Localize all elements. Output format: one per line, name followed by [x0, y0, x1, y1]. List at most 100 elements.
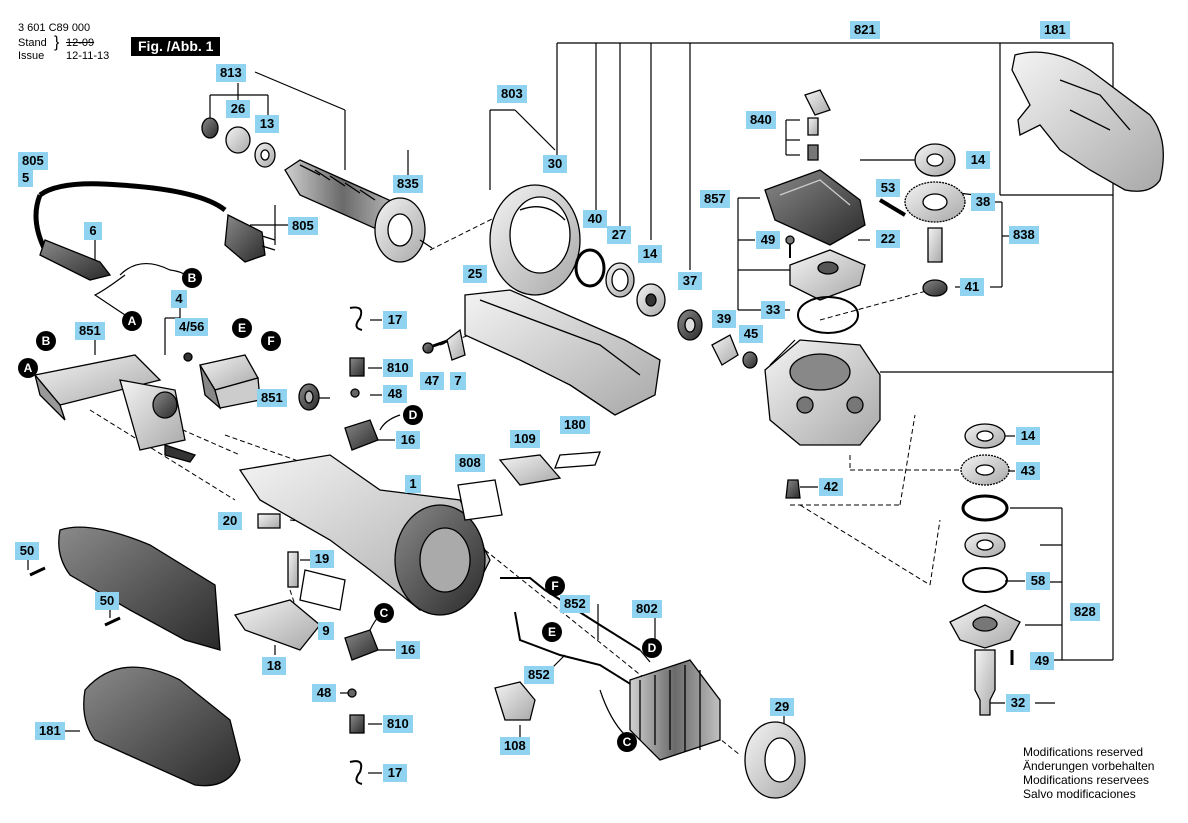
part-tag-17-top[interactable]: 17: [383, 311, 407, 329]
part-tag-810-lower[interactable]: 810: [383, 715, 413, 733]
part-tag-50-left[interactable]: 50: [15, 542, 39, 560]
air-guide-30: [489, 184, 581, 296]
part-tag-25[interactable]: 25: [463, 265, 487, 283]
part-tag-58[interactable]: 58: [1026, 572, 1050, 590]
part-tag-42[interactable]: 42: [819, 478, 843, 496]
part-tag-26[interactable]: 26: [226, 100, 250, 118]
connector-e-lower: E: [542, 622, 562, 642]
connector-f-lower: F: [545, 576, 565, 596]
mod-line-en: Modifications reserved: [1023, 745, 1144, 759]
part-tag-7[interactable]: 7: [450, 372, 466, 390]
gear-cover-857: [764, 89, 866, 246]
figure-label: Fig. /Abb. 1: [131, 37, 221, 56]
spindle-gear-parts: [904, 143, 966, 297]
doc-number: 3 601 C89 000: [18, 22, 91, 34]
part-tag-20[interactable]: 20: [218, 512, 242, 530]
dust-protection-29: [744, 721, 806, 799]
screw-53: [878, 198, 907, 217]
part-tag-181-top[interactable]: 181: [1040, 21, 1070, 39]
protective-cover-181-top: [1011, 51, 1164, 192]
part-tag-6[interactable]: 6: [84, 222, 102, 240]
connector-a-top: A: [122, 311, 142, 331]
part-tag-821[interactable]: 821: [850, 21, 880, 39]
part-tag-39[interactable]: 39: [712, 310, 736, 328]
connector-c-lower: C: [617, 732, 637, 752]
part-tag-33[interactable]: 33: [761, 301, 785, 319]
part-tag-852-lower[interactable]: 852: [524, 666, 554, 684]
modifications-note: Modifications reserved Änderungen vorbeh…: [1023, 745, 1154, 801]
part-tag-851-right[interactable]: 851: [257, 389, 287, 407]
part-tag-27[interactable]: 27: [607, 226, 631, 244]
switch-module-851: [33, 354, 197, 463]
part-tag-14-top[interactable]: 14: [966, 151, 990, 169]
part-tag-813[interactable]: 813: [216, 64, 246, 82]
part-tag-17-lower[interactable]: 17: [383, 764, 407, 782]
connector-f-top: F: [261, 331, 281, 351]
part-tag-14-motor[interactable]: 14: [638, 245, 662, 263]
part-tag-808[interactable]: 808: [455, 454, 485, 472]
label-parts: [457, 451, 601, 521]
part-tag-810-top[interactable]: 810: [383, 359, 413, 377]
spindle-assembly-parts: [785, 423, 1021, 716]
stand-label: Stand: [18, 37, 47, 49]
part-tag-41[interactable]: 41: [960, 278, 984, 296]
part-tag-32[interactable]: 32: [1006, 694, 1030, 712]
part-tag-22[interactable]: 22: [876, 230, 900, 248]
switch-small-parts: [233, 513, 346, 651]
brush-parts-lower: [344, 629, 379, 785]
connector-d-top: D: [403, 405, 423, 425]
connector-e-top: E: [232, 318, 252, 338]
connector-c-top: C: [374, 603, 394, 623]
part-tag-37[interactable]: 37: [678, 272, 702, 290]
part-tag-4[interactable]: 4: [171, 290, 187, 308]
part-tag-851-left[interactable]: 851: [75, 322, 105, 340]
motor-housing-1: [238, 454, 491, 616]
part-tag-48-lower[interactable]: 48: [312, 684, 336, 702]
part-tag-852-upper[interactable]: 852: [560, 595, 590, 613]
housing-cover-25: [464, 289, 661, 416]
bracket-glyph: }: [54, 34, 60, 51]
part-tag-835[interactable]: 835: [393, 175, 423, 193]
part-tag-5[interactable]: 5: [18, 169, 34, 187]
part-tag-29[interactable]: 29: [770, 698, 794, 716]
connector-d-lower: D: [642, 638, 662, 658]
part-tag-49-lower[interactable]: 49: [1030, 652, 1054, 670]
part-tag-47[interactable]: 47: [420, 372, 444, 390]
part-tag-802[interactable]: 802: [632, 600, 662, 618]
part-tag-1[interactable]: 1: [405, 475, 421, 493]
part-tag-18[interactable]: 18: [262, 657, 286, 675]
part-tag-828[interactable]: 828: [1070, 603, 1100, 621]
part-tag-43[interactable]: 43: [1016, 462, 1040, 480]
part-tag-40[interactable]: 40: [583, 210, 607, 228]
part-tag-838[interactable]: 838: [1009, 226, 1039, 244]
part-tag-805-right[interactable]: 805: [288, 217, 318, 235]
part-tag-48-top[interactable]: 48: [383, 385, 407, 403]
part-tag-109[interactable]: 109: [510, 430, 540, 448]
part-tag-857[interactable]: 857: [700, 190, 730, 208]
part-tag-181-lower[interactable]: 181: [35, 722, 65, 740]
part-tag-9[interactable]: 9: [318, 622, 334, 640]
part-tag-19[interactable]: 19: [310, 550, 334, 568]
part-tag-805-left[interactable]: 805: [18, 152, 48, 170]
part-tag-14-lower[interactable]: 14: [1016, 427, 1040, 445]
issue-date: 12-11-13: [66, 50, 110, 62]
part-tag-840[interactable]: 840: [746, 111, 776, 129]
part-tag-13[interactable]: 13: [255, 115, 279, 133]
part-tag-16-top[interactable]: 16: [396, 431, 420, 449]
part-tag-803[interactable]: 803: [497, 85, 527, 103]
part-tag-4-56[interactable]: 4/56: [175, 318, 209, 336]
part-tag-180[interactable]: 180: [560, 416, 590, 434]
part-tag-53[interactable]: 53: [876, 179, 900, 197]
bearing-flange-33: [785, 235, 866, 334]
part-tag-16-lower[interactable]: 16: [396, 641, 420, 659]
issue-label: Issue: [18, 50, 45, 62]
part-tag-108[interactable]: 108: [500, 737, 530, 755]
part-tag-45[interactable]: 45: [739, 325, 763, 343]
mod-line-fr: Modifications reservees: [1023, 773, 1150, 787]
part-tag-38[interactable]: 38: [971, 193, 995, 211]
part-tag-50-right[interactable]: 50: [95, 592, 119, 610]
part-tag-49-top[interactable]: 49: [756, 231, 780, 249]
part-tag-30[interactable]: 30: [543, 155, 567, 173]
armature-bearing-parts: [201, 117, 276, 168]
